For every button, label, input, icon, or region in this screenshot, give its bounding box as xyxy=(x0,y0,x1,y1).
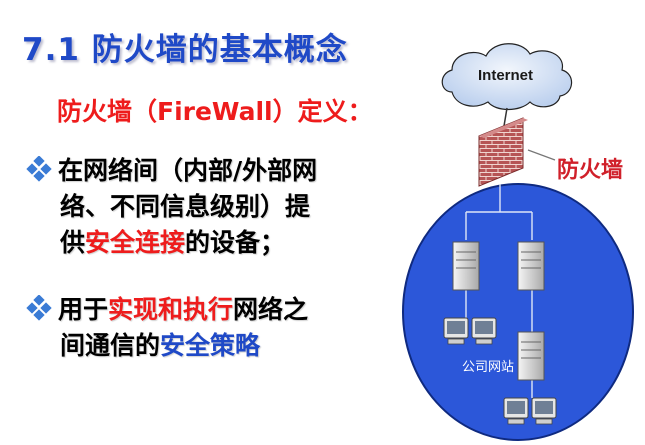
bullet-text: 供 xyxy=(60,228,86,257)
bullet-text: 用于 xyxy=(58,295,109,324)
highlight-security-policy: 安全策略 xyxy=(160,331,261,360)
bullet-purpose: 用于实现和执行网络之 间通信的安全策略 xyxy=(26,292,366,364)
bullet-line: 络、不同信息级别）提 xyxy=(26,189,366,225)
highlight-implement-enforce: 实现和执行 xyxy=(108,295,234,324)
diamond-bullet-icon xyxy=(26,156,52,182)
network-links xyxy=(465,184,533,398)
workstation-icon xyxy=(503,397,529,425)
firewall-pointer xyxy=(527,149,556,161)
workstation-icon xyxy=(443,317,469,345)
bullet-text: 间通信的 xyxy=(60,331,161,360)
bullet-text: 的设备； xyxy=(185,228,286,257)
server-icon xyxy=(452,241,480,291)
network-diagram xyxy=(402,43,634,441)
highlight-secure-connection: 安全连接 xyxy=(85,228,186,257)
bullet-line: 在网络间（内部/外部网 xyxy=(26,153,366,189)
firewall-icon xyxy=(478,117,528,187)
workstation-icon xyxy=(471,317,497,345)
bullet-line: 用于实现和执行网络之 xyxy=(26,292,366,328)
server-icon xyxy=(517,331,545,381)
bullet-text: 网络之 xyxy=(233,295,309,324)
bullet-text: 络、不同信息级别）提 xyxy=(60,192,311,221)
firewall-label: 防火墙 xyxy=(557,158,624,183)
server-icon xyxy=(517,241,545,291)
bullet-line: 供安全连接的设备； xyxy=(26,225,366,261)
internet-label: Internet xyxy=(478,67,534,84)
internet-cloud-icon xyxy=(441,43,573,111)
page-title: 7.1 防火墙的基本概念 xyxy=(22,32,348,68)
bullet-line: 间通信的安全策略 xyxy=(26,328,366,364)
workstation-icon xyxy=(531,397,557,425)
company-site-label: 公司网站 xyxy=(462,360,515,375)
diamond-bullet-icon xyxy=(26,295,52,321)
bullet-text: 在网络间（内部/外部网 xyxy=(58,156,318,185)
bullet-definition: 在网络间（内部/外部网 络、不同信息级别）提 供安全连接的设备； xyxy=(26,153,366,261)
definition-heading: 防火墙（FireWall）定义： xyxy=(57,97,373,126)
